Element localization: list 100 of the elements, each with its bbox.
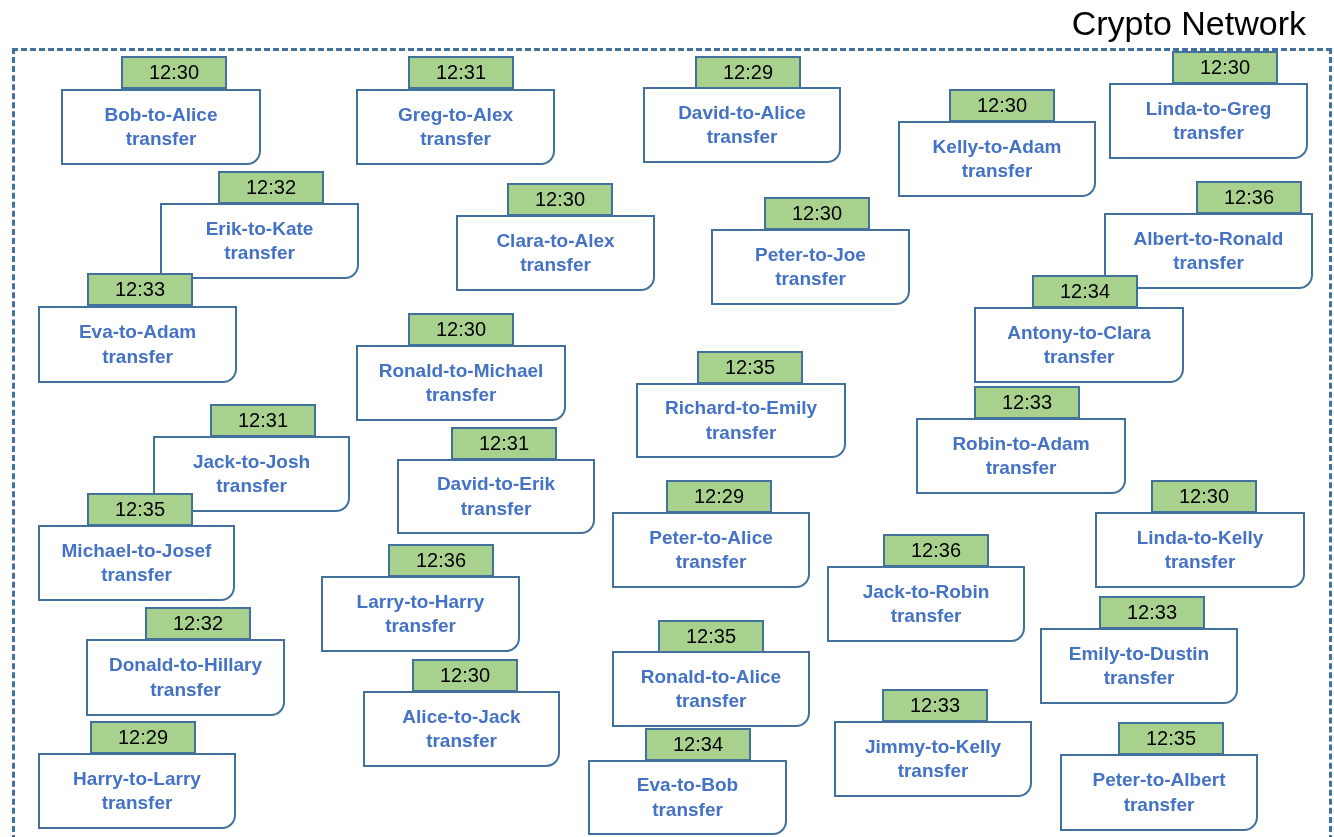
timestamp: 12:31 [478, 432, 530, 455]
timestamp: 12:30 [1178, 485, 1230, 508]
transfer-box [827, 566, 1025, 642]
transfer-box [1060, 754, 1258, 831]
transfer-box [38, 306, 237, 383]
timestamp-tab [210, 404, 316, 437]
timestamp-tab [883, 534, 989, 567]
timestamp: 12:35 [685, 625, 737, 648]
transfer-box [916, 418, 1126, 494]
transfer-box [834, 721, 1032, 797]
timestamp: 12:30 [1199, 56, 1251, 79]
timestamp-tab [87, 493, 193, 526]
timestamp-tab [87, 273, 193, 306]
timestamp: 12:29 [722, 61, 774, 84]
transfer-label: Clara-to-Alex transfer [495, 228, 616, 277]
transfer-label: Robin-to-Adam transfer [951, 431, 1091, 480]
transfer-box [711, 229, 910, 305]
transfer-label: Greg-to-Alex transfer [396, 102, 515, 151]
transfer-label: David-to-Alice transfer [677, 100, 807, 149]
timestamp-tab [507, 183, 613, 216]
transfer-label: Alice-to-Jack transfer [401, 704, 522, 753]
timestamp-tab [218, 171, 324, 204]
timestamp-tab [949, 89, 1055, 122]
timestamp-tab [408, 56, 514, 89]
transfer-box [456, 215, 655, 291]
timestamp-tab [695, 56, 801, 89]
timestamp: 12:33 [1126, 601, 1178, 624]
transfer-label: Jack-to-Josh transfer [191, 449, 312, 498]
timestamp: 12:30 [791, 202, 843, 225]
timestamp-tab [697, 351, 803, 384]
transfer-label: Harry-to-Larry transfer [72, 766, 202, 815]
timestamp: 12:32 [172, 612, 224, 635]
timestamp-tab [1151, 480, 1257, 513]
timestamp: 12:33 [1001, 391, 1053, 414]
transfer-box [38, 525, 235, 601]
timestamp: 12:34 [672, 733, 724, 756]
timestamp-tab [451, 427, 557, 460]
timestamp: 12:35 [114, 498, 166, 521]
transfer-label: Ronald-to-Alice transfer [639, 664, 783, 713]
timestamp-tab [1032, 275, 1138, 308]
transfer-box [321, 576, 520, 652]
timestamp-tab [121, 56, 227, 89]
timestamp-tab [1099, 596, 1205, 629]
group-title: Crypto Network [1071, 4, 1306, 43]
transfer-label: Albert-to-Ronald transfer [1132, 226, 1285, 275]
transfer-label: Larry-to-Harry transfer [355, 589, 486, 638]
transfer-box [898, 121, 1096, 197]
timestamp-tab [1196, 181, 1302, 214]
transfer-label: Peter-to-Joe transfer [754, 242, 867, 291]
transfer-label: Bob-to-Alice transfer [103, 102, 219, 151]
timestamp: 12:29 [117, 726, 169, 749]
transfer-label: Eva-to-Bob transfer [635, 773, 740, 822]
transfer-box [356, 89, 555, 165]
transfer-box [643, 87, 841, 163]
timestamp-tab [412, 659, 518, 692]
timestamp-tab [882, 689, 988, 722]
timestamp: 12:36 [910, 539, 962, 562]
timestamp: 12:30 [534, 188, 586, 211]
timestamp: 12:33 [909, 694, 961, 717]
transfer-label: Peter-to-Alice transfer [648, 525, 774, 574]
timestamp-tab [388, 544, 494, 577]
transfer-label: Linda-to-Greg transfer [1144, 96, 1273, 145]
transfer-box [1095, 512, 1305, 588]
transfer-box [86, 639, 285, 716]
transfer-box [612, 651, 810, 727]
timestamp-tab [645, 728, 751, 761]
transfer-box [356, 345, 566, 421]
transfer-label: Emily-to-Dustin transfer [1067, 641, 1211, 690]
timestamp: 12:32 [245, 176, 297, 199]
timestamp: 12:30 [439, 664, 491, 687]
timestamp: 12:30 [148, 61, 200, 84]
timestamp-tab [145, 607, 251, 640]
timestamp-tab [1118, 722, 1224, 755]
transfer-box [363, 691, 560, 767]
transfer-label: David-to-Erik transfer [435, 472, 557, 521]
timestamp: 12:33 [114, 278, 166, 301]
timestamp: 12:30 [435, 318, 487, 341]
transfer-label: Linda-to-Kelly transfer [1135, 525, 1265, 574]
transfer-label: Kelly-to-Adam transfer [931, 134, 1063, 183]
transfer-label: Antony-to-Clara transfer [1006, 320, 1152, 369]
timestamp: 12:31 [237, 409, 289, 432]
transfer-box [1109, 83, 1308, 159]
timestamp: 12:30 [976, 94, 1028, 117]
transfer-box [588, 760, 787, 835]
timestamp-tab [1172, 51, 1278, 84]
timestamp-tab [408, 313, 514, 346]
timestamp: 12:29 [693, 485, 745, 508]
transfer-label: Donald-to-Hillary transfer [107, 653, 264, 702]
transfer-label: Peter-to-Albert transfer [1091, 768, 1227, 817]
transfer-box [1040, 628, 1238, 704]
transfer-label: Jimmy-to-Kelly transfer [863, 734, 1003, 783]
timestamp-tab [666, 480, 772, 513]
timestamp: 12:31 [435, 61, 487, 84]
timestamp: 12:35 [724, 356, 776, 379]
transfer-box [160, 203, 359, 279]
transfer-label: Ronald-to-Michael transfer [377, 358, 545, 407]
dashed-group-frame [12, 48, 1332, 837]
timestamp-tab [764, 197, 870, 230]
transfer-box [974, 307, 1184, 383]
timestamp: 12:36 [415, 549, 467, 572]
